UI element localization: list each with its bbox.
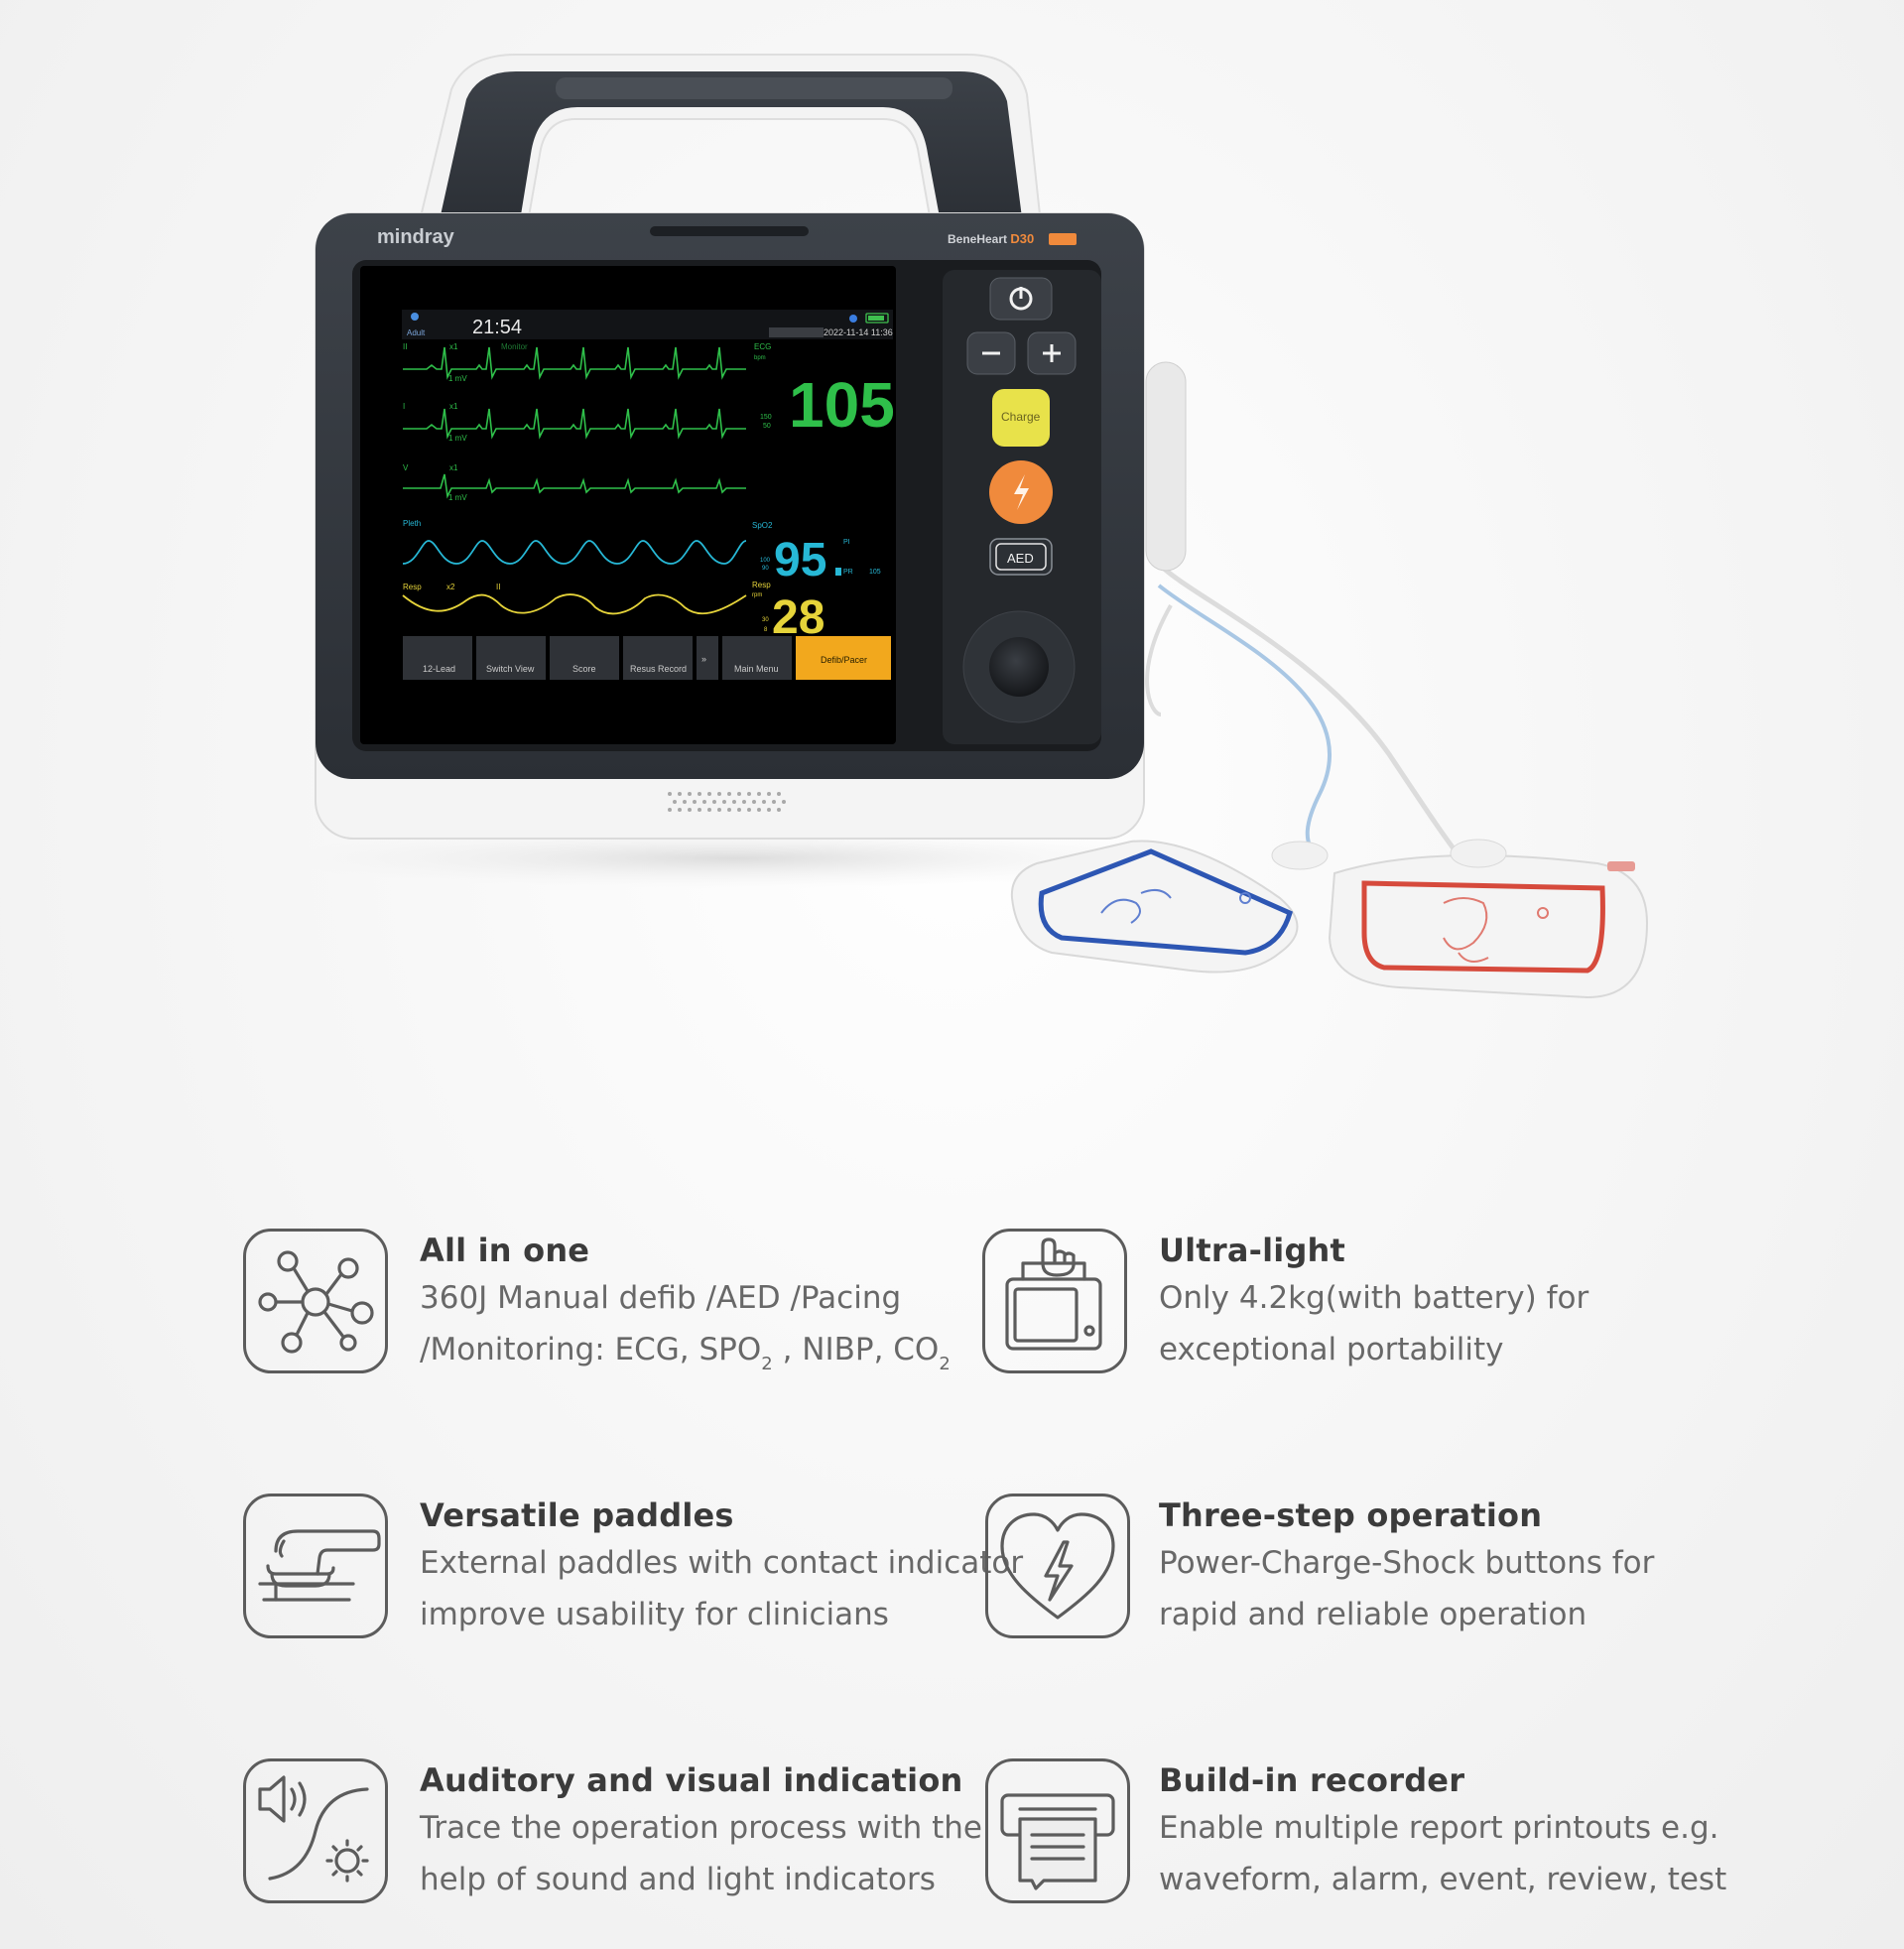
- brand-logo: mindray: [377, 226, 455, 248]
- mv-label-3: 1 mV: [448, 493, 467, 502]
- screen-date: 2022-11-14 11:36: [824, 327, 893, 337]
- network-hub-icon: [243, 1229, 388, 1373]
- feature-description-line: /Monitoring: ECG, SPO2 , NIBP, CO2: [420, 1332, 951, 1374]
- feature-description-line: improve usability for clinicians: [420, 1597, 889, 1632]
- feature-ultra-light: Ultra-light Only 4.2kg(with battery) for…: [982, 1229, 1617, 1377]
- feature-description-line: Only 4.2kg(with battery) for: [1159, 1280, 1589, 1316]
- feature-versatile-paddles: Versatile paddles External paddles with …: [243, 1494, 1023, 1642]
- resp-unit: rpm: [752, 592, 762, 598]
- speaker-grille: [668, 792, 786, 812]
- svg-text:Charge: Charge: [1001, 410, 1041, 424]
- aed-button[interactable]: AED: [989, 538, 1053, 576]
- resp-param-label: Resp: [752, 581, 771, 589]
- charge-button[interactable]: Charge: [992, 389, 1050, 447]
- lead-label-v: V: [403, 463, 409, 472]
- plus-button[interactable]: [1027, 331, 1077, 375]
- spo2-label: SpO2: [752, 521, 773, 530]
- feature-title: Three-step operation: [1159, 1496, 1543, 1534]
- feature-description-line: rapid and reliable operation: [1159, 1597, 1587, 1632]
- feature-description-line: Enable multiple report printouts e.g.: [1159, 1810, 1719, 1846]
- power-button[interactable]: [989, 277, 1053, 321]
- paddle-icon: [243, 1494, 388, 1638]
- sound-light-icon: [243, 1758, 388, 1903]
- shock-button[interactable]: [989, 460, 1053, 524]
- mv-label-1: 1 mV: [448, 374, 467, 383]
- model-name: BeneHeart: [948, 232, 1007, 246]
- feature-title: Ultra-light: [1159, 1232, 1346, 1269]
- softkey-switch-view[interactable]: Switch View: [486, 664, 535, 674]
- feature-description-line: Power-Charge-Shock buttons for: [1159, 1545, 1655, 1581]
- softkey-main-menu[interactable]: Main Menu: [734, 664, 779, 674]
- feature-description-line: waveform, alarm, event, review, test: [1159, 1862, 1727, 1897]
- resp-limit-low: 8: [764, 627, 768, 633]
- printer-icon: [985, 1758, 1130, 1903]
- feature-description-line: 360J Manual defib /AED /Pacing: [420, 1280, 902, 1316]
- ecg-scale-3: x1: [449, 463, 458, 472]
- device-product-image: mindray BeneHeart D30 Adult 21:54 2022-1…: [268, 54, 1649, 999]
- heart-shock-icon: [985, 1494, 1130, 1638]
- feature-description-line: help of sound and light indicators: [420, 1862, 936, 1897]
- feature-description-line: External paddles with contact indicator: [420, 1545, 1024, 1581]
- lead-label-i: I: [403, 402, 405, 411]
- feature-title: All in one: [420, 1232, 590, 1269]
- screen-time: 21:54: [472, 317, 522, 338]
- ecg-limit-low: 50: [763, 423, 771, 430]
- resp-label: Resp: [403, 583, 422, 591]
- navigation-knob[interactable]: [962, 610, 1076, 723]
- softkey-12-lead[interactable]: 12-Lead: [423, 664, 455, 674]
- spo2-limit-high: 100: [760, 558, 771, 564]
- pr-label: PR: [843, 569, 853, 576]
- monitor-label: Monitor: [501, 342, 528, 351]
- mv-label-2: 1 mV: [448, 434, 467, 443]
- ecg-unit: bpm: [754, 355, 766, 361]
- feature-title: Build-in recorder: [1159, 1761, 1465, 1799]
- resp-value: 28: [772, 591, 825, 644]
- hand-carry-device-icon: [982, 1229, 1127, 1373]
- feature-title: Auditory and visual indication: [420, 1761, 963, 1799]
- feature-three-step-operation: Three-step operation Power-Charge-Shock …: [985, 1494, 1654, 1642]
- feature-auditory-visual-indication: Auditory and visual indication Trace the…: [243, 1758, 982, 1907]
- pr-value: 105: [869, 569, 881, 576]
- patient-type: Adult: [407, 328, 426, 337]
- feature-all-in-one: All in one 360J Manual defib /AED /Pacin…: [243, 1229, 951, 1377]
- svg-text:AED: AED: [1007, 551, 1034, 566]
- lead-label-ii: II: [403, 342, 407, 351]
- svg-text:BeneHeart D30: BeneHeart D30: [948, 231, 1034, 246]
- softkey-resus-record[interactable]: Resus Record: [630, 664, 687, 674]
- heart-rate-value: 105: [789, 369, 895, 441]
- electrode-pad-right: [1328, 839, 1649, 999]
- softkey-more-icon[interactable]: »: [701, 654, 706, 664]
- ecg-scale-1: x1: [449, 342, 458, 351]
- ecg-param-label: ECG: [754, 342, 771, 351]
- feature-description-line: exceptional portability: [1159, 1332, 1504, 1367]
- ecg-scale-2: x1: [449, 402, 458, 411]
- softkey-score[interactable]: Score: [572, 664, 596, 674]
- model-suffix: D30: [1010, 231, 1034, 246]
- resp-scale: x2: [446, 583, 455, 591]
- minus-button[interactable]: [966, 331, 1016, 375]
- softkey-defib-pacer[interactable]: Defib/Pacer: [821, 655, 867, 665]
- electrode-pad-left: [1010, 840, 1329, 974]
- feature-title: Versatile paddles: [420, 1496, 734, 1534]
- resp-lead: II: [496, 583, 500, 591]
- feature-description-line: Trace the operation process with the: [420, 1810, 982, 1846]
- ecg-limit-high: 150: [760, 414, 772, 421]
- spo2-value: 95: [774, 534, 826, 586]
- resp-limit-high: 30: [762, 617, 769, 623]
- pi-label: PI: [843, 539, 850, 546]
- pleth-label: Pleth: [403, 519, 421, 528]
- feature-build-in-recorder: Build-in recorder Enable multiple report…: [985, 1758, 1726, 1907]
- spo2-limit-low: 90: [762, 566, 769, 572]
